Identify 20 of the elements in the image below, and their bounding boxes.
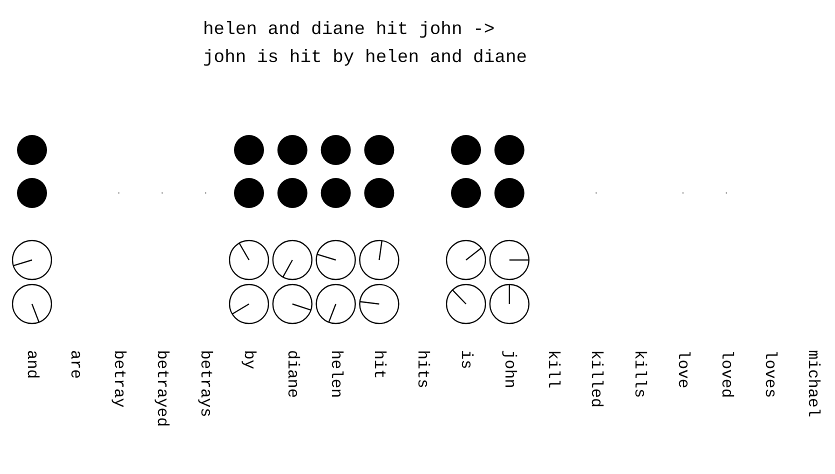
word-label: diane: [283, 350, 302, 398]
word-label: by: [240, 350, 258, 370]
title: helen and diane hit john -> john is hit by helen and diane: [203, 19, 528, 70]
word-label: are: [66, 350, 84, 379]
word-label: betray: [110, 350, 128, 408]
word-label: and: [23, 350, 41, 379]
word-label: kill: [544, 350, 562, 388]
word-label: loved: [717, 350, 736, 398]
word-label: helen: [326, 350, 345, 398]
word-label: is: [457, 350, 475, 370]
word-label: hits: [414, 350, 432, 388]
word-label: betrays: [196, 350, 215, 418]
word-label: loves: [760, 350, 779, 398]
word-label: kills: [630, 350, 649, 398]
word-label: michael: [804, 350, 822, 418]
word-label: betrayed: [153, 350, 172, 427]
word-label: killed: [587, 350, 606, 408]
word-label: love: [674, 350, 692, 388]
word-label: hit: [370, 350, 388, 379]
word-label: john: [500, 350, 518, 388]
